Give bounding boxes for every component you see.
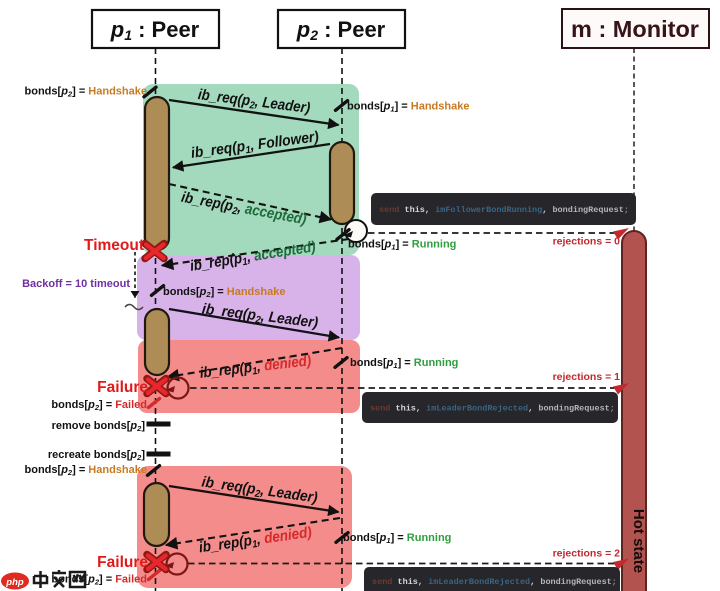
svg-text:bonds[p1] = Handshake: bonds[p1] = Handshake [347, 101, 469, 114]
svg-text:p1 : Peer: p1 : Peer [110, 17, 200, 43]
svg-text:rejections = 0: rejections = 0 [553, 236, 621, 248]
svg-text:Timeout: Timeout [84, 237, 144, 254]
svg-text:php: php [5, 577, 24, 588]
svg-text:send this, imFollowerBondRunni: send this, imFollowerBondRunning, bondin… [379, 205, 629, 215]
svg-text:p2 : Peer: p2 : Peer [296, 17, 386, 43]
svg-text:Failure: Failure [97, 554, 148, 571]
svg-text:bonds[p2] = Failed: bonds[p2] = Failed [51, 574, 147, 587]
svg-text:bonds[p2] = Failed: bonds[p2] = Failed [51, 399, 147, 412]
svg-text:send this, imLeaderBondRejecte: send this, imLeaderBondRejected, bonding… [372, 577, 617, 587]
svg-text:send this, imLeaderBondRejecte: send this, imLeaderBondRejected, bonding… [370, 404, 615, 414]
svg-text:remove bonds[p2]: remove bonds[p2] [52, 420, 146, 433]
svg-text:bonds[p1] = Running: bonds[p1] = Running [343, 532, 451, 545]
svg-text:bonds[p2] = Handshake: bonds[p2] = Handshake [163, 286, 285, 299]
svg-text:bonds[p1] = Running: bonds[p1] = Running [350, 357, 458, 370]
svg-text:Hot state: Hot state [630, 509, 647, 573]
svg-text:rejections = 2: rejections = 2 [553, 548, 621, 560]
svg-text:Failure: Failure [97, 379, 148, 396]
svg-text:bonds[p2] = Handshake: bonds[p2] = Handshake [25, 86, 147, 99]
svg-text:Backoff = 10 timeout: Backoff = 10 timeout [22, 278, 130, 290]
svg-text:bonds[p1] = Running: bonds[p1] = Running [348, 239, 456, 252]
svg-text:bonds[p2] = Handshake: bonds[p2] = Handshake [25, 464, 147, 477]
svg-text:rejections = 1: rejections = 1 [553, 371, 621, 383]
svg-text:recreate bonds[p2]: recreate bonds[p2] [48, 449, 145, 462]
svg-text:m : Monitor: m : Monitor [571, 16, 699, 42]
